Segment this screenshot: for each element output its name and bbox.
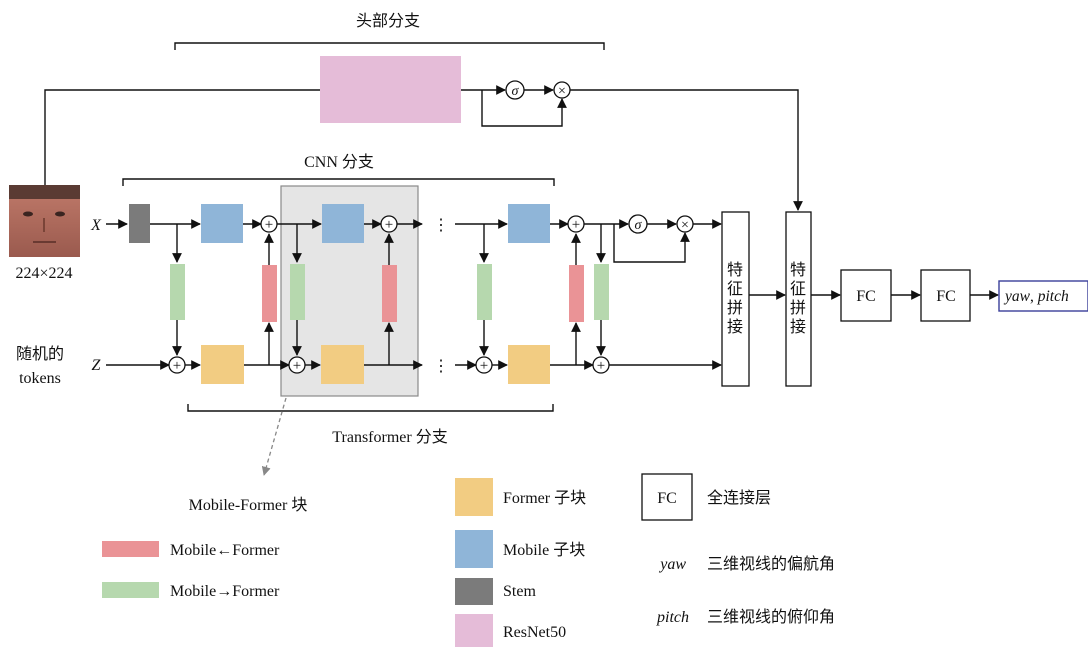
former-block-2: [321, 345, 364, 384]
face-input: 224×224 随机的 tokens: [9, 185, 80, 387]
x-plus-symbol-3: +: [572, 217, 580, 233]
concat-1-char-4: 接: [727, 318, 743, 336]
random-tokens-label-line1: 随机的: [16, 345, 64, 363]
legend-glossary: FC 全连接层 yaw 三维视线的偏航角 pitch 三维视线的俯仰角: [642, 474, 835, 626]
former-block-3: [508, 345, 550, 384]
legend-pitch-desc: 三维视线的俯仰角: [707, 608, 835, 626]
output-yaw: yaw: [1003, 288, 1031, 305]
z-plus-symbol-4: +: [597, 358, 605, 374]
legend-swatch-resnet50: [455, 614, 493, 647]
legend-fc-key: FC: [657, 490, 677, 507]
head-input-line: [45, 90, 320, 185]
legend-swatch-former: [455, 478, 493, 516]
concat-1-char-2: 征: [727, 280, 743, 298]
legend-pitch-key: pitch: [656, 609, 689, 626]
head-multiply-symbol: ×: [558, 84, 566, 99]
legend-mobile-sub-block: Mobile 子块: [503, 541, 585, 559]
transformer-branch-label: Transformer 分支: [332, 428, 447, 446]
mobile-block-2: [322, 204, 364, 243]
row-x-label: X: [90, 217, 102, 234]
legend-fc-desc: 全连接层: [707, 489, 771, 507]
stem-block: [129, 204, 150, 243]
fc-layer-2-label: FC: [936, 288, 956, 305]
legend-mobile-to-former: Mobile→Former: [170, 583, 280, 600]
legend-mobile-from-former: Mobile←Former: [170, 542, 280, 559]
concat-2-char-2: 征: [790, 280, 806, 298]
former-block-1: [201, 345, 244, 384]
cnn-sigma-symbol: σ: [635, 218, 643, 233]
x-ellipsis: ⋮: [433, 217, 449, 234]
concat-1-char-3: 拼: [727, 299, 743, 317]
legend-swatch-mobile: [455, 530, 493, 568]
head-branch-bracket: [175, 43, 604, 50]
legend-former-sub-block: Former 子块: [503, 489, 586, 507]
transformer-branch-bracket: [188, 404, 553, 411]
concat-block-2: 特 征 拼 接: [786, 212, 811, 386]
mobile-to-former-bridge-3: [477, 264, 492, 320]
mobile-from-former-bridge-3: [569, 265, 584, 322]
mobile-former-pointer: [264, 398, 286, 475]
fc-layer-1-label: FC: [856, 288, 876, 305]
mobile-to-former-bridge-2: [290, 264, 305, 320]
legend-swatch-mobile-to-former: [102, 582, 159, 598]
mobile-from-former-bridge-2: [382, 265, 397, 322]
output-separator: ,: [1030, 288, 1038, 305]
cnn-branch-label: CNN 分支: [304, 153, 374, 171]
mobile-block-3: [508, 204, 550, 243]
z-plus-symbol-3: +: [480, 358, 488, 374]
legend-resnet50: ResNet50: [503, 624, 566, 641]
resnet50-block: [320, 56, 461, 123]
legend-stem: Stem: [503, 583, 536, 600]
x-plus-symbol-1: +: [265, 217, 273, 233]
z-plus-symbol-2: +: [293, 358, 301, 374]
legend-bridges: Mobile←Former Mobile→Former: [102, 541, 280, 600]
legend-swatch-mobile-from-former: [102, 541, 159, 557]
bridges: [170, 224, 609, 365]
legend-blocks: Former 子块 Mobile 子块 Stem ResNet50: [455, 478, 586, 647]
concat-2-char-1: 特: [790, 261, 806, 279]
legend-yaw-key: yaw: [658, 556, 686, 573]
mobile-former-block-label: Mobile-Former 块: [189, 496, 308, 514]
legend-swatch-stem: [455, 578, 493, 605]
cnn-branch-bracket: [123, 179, 554, 186]
mobile-to-former-bridge-1: [170, 264, 185, 320]
mobile-to-former-bridge-4: [594, 264, 609, 320]
head-branch: 头部分支 σ ×: [45, 12, 798, 210]
concat-2-char-4: 接: [790, 318, 806, 336]
z-plus-symbol-1: +: [173, 358, 181, 374]
output-pitch: pitch: [1037, 288, 1069, 305]
head-sigma-symbol: σ: [512, 84, 520, 99]
mobile-from-former-bridge-1: [262, 265, 277, 322]
cnn-multiply-symbol: ×: [681, 218, 689, 233]
head-branch-label: 头部分支: [356, 12, 420, 30]
input-size-label: 224×224: [15, 265, 72, 282]
z-ellipsis: ⋮: [433, 358, 449, 375]
output-label: yaw, pitch: [1003, 288, 1069, 305]
concat-block-1: 特 征 拼 接: [722, 212, 749, 386]
legend-yaw-desc: 三维视线的偏航角: [707, 555, 835, 573]
head-output-line: [570, 90, 798, 210]
concat-1-char-1: 特: [727, 261, 743, 279]
x-plus-symbol-2: +: [385, 217, 393, 233]
concat-2-char-3: 拼: [790, 299, 806, 317]
random-tokens-label-line2: tokens: [19, 370, 61, 387]
mobile-block-1: [201, 204, 243, 243]
row-z-label: Z: [92, 357, 102, 374]
